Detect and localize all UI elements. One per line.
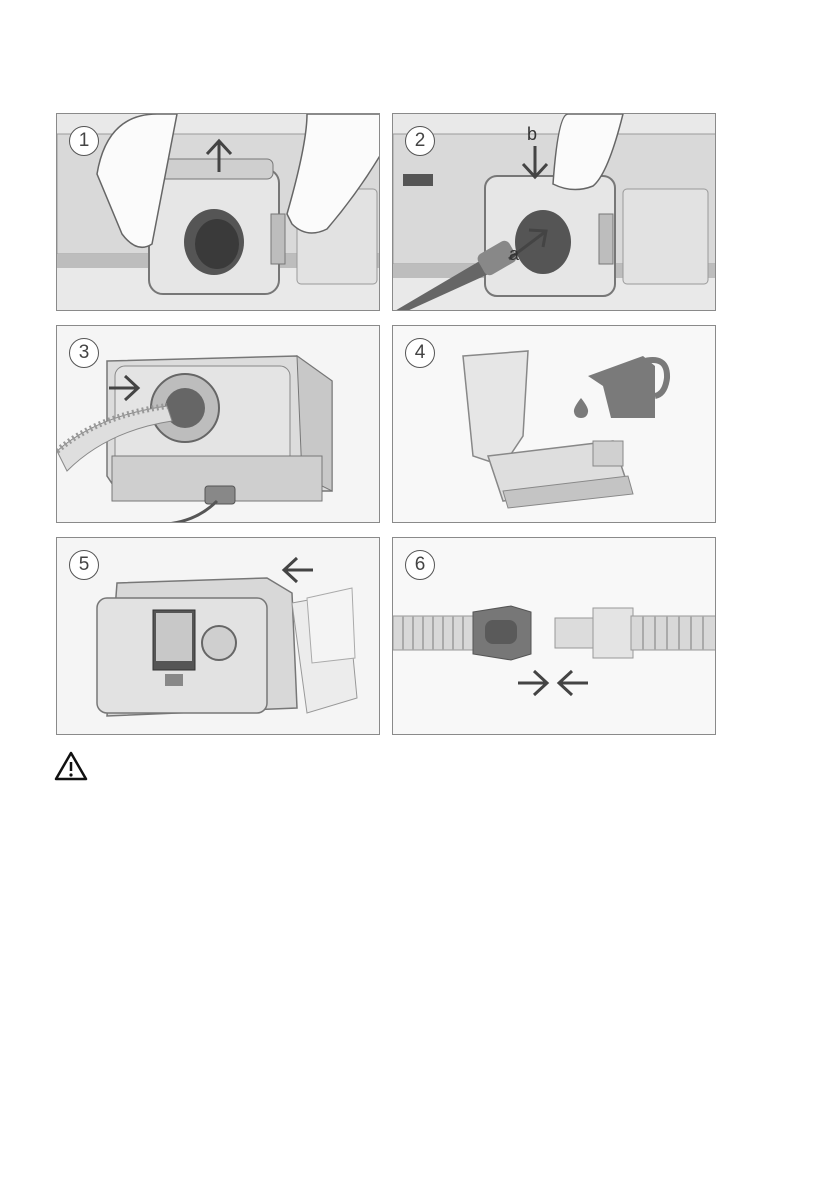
callout-b: b (527, 124, 537, 145)
step-6-illustration (393, 538, 716, 735)
warning-triangle-icon (54, 751, 88, 781)
step-5-panel: 5 (56, 537, 380, 735)
step-number-badge: 4 (405, 338, 435, 368)
step-2-illustration (393, 114, 716, 311)
step-number-badge: 5 (69, 550, 99, 580)
step-4-illustration (393, 326, 716, 523)
step-3-panel: 3 (56, 325, 380, 523)
step-2-panel: 2 b a (392, 113, 716, 311)
step-number-badge: 6 (405, 550, 435, 580)
step-number-badge: 3 (69, 338, 99, 368)
step-4-panel: 4 (392, 325, 716, 523)
step-1-illustration (57, 114, 380, 311)
step-number-badge: 1 (69, 126, 99, 156)
step-3-illustration (57, 326, 380, 523)
step-number-badge: 2 (405, 126, 435, 156)
step-1-panel: 1 (56, 113, 380, 311)
callout-a: a (509, 244, 519, 265)
step-6-panel: 6 (392, 537, 716, 735)
step-5-illustration (57, 538, 380, 735)
